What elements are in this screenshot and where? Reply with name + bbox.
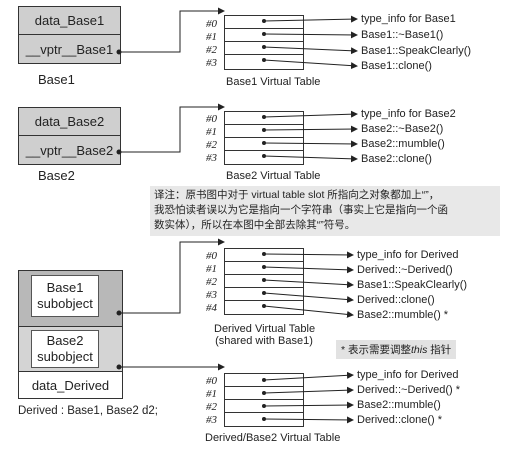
base1-vt-entry-1: Base1::~Base1() <box>361 29 444 41</box>
derived-table-caption-line-2: (shared with Base1) <box>215 335 313 347</box>
derived-vt-index-1: #1 <box>206 263 217 275</box>
base1-vt-index-0: #0 <box>206 18 217 30</box>
translator-note: 译注：原书图中对于 virtual table slot 所指向之对象都加上“”… <box>150 186 500 236</box>
base1-slot-arrow-2 <box>263 46 358 55</box>
base1-vptr-field: __vptr__Base1 <box>18 34 121 64</box>
dbase2-slot-arrow-3 <box>263 416 354 424</box>
derived-vt-index-4: #4 <box>206 302 217 314</box>
base1-vt-index-3: #3 <box>206 57 217 69</box>
dbase2-vt-index-3: #3 <box>206 414 217 426</box>
derived-base1-subobject: Base1 subobject <box>31 275 99 317</box>
derived-table-caption-line-1: Derived Virtual Table <box>214 323 316 335</box>
derived-vt-entry-4: Base2::mumble() * <box>357 309 449 321</box>
base1-object-name: Base1 <box>38 72 75 87</box>
dbase2-vt-entry-0: type_info for Derived <box>357 369 459 381</box>
dbase2-slot-arrow-1 <box>263 386 354 394</box>
derived-vt-entry-3: Derived::clone() <box>357 294 435 306</box>
adjust-note-this: this <box>411 344 428 356</box>
derived-vt-index-0: #0 <box>206 250 217 262</box>
translator-note-line-1: 译注：原书图中对于 virtual table slot 所指向之对象都加上“”… <box>154 189 440 201</box>
dbase2-vt-entry-2: Base2::mumble() <box>357 399 441 411</box>
base1-vptr-arrow <box>119 7 225 53</box>
base1-table-caption: Base1 Virtual Table <box>226 76 321 88</box>
base2-slot-arrow-3 <box>263 155 358 163</box>
derived-vt-entry-2: Base1::SpeakClearly() <box>357 279 468 291</box>
derived-base1-dot <box>116 310 122 316</box>
base1-vt-entry-2: Base1::SpeakClearly() <box>361 45 472 57</box>
base2-table-caption: Base2 Virtual Table <box>226 170 321 182</box>
base1-vt-index-1: #1 <box>206 31 217 43</box>
derived-slot-arrow-1 <box>263 266 354 274</box>
derived-slot-arrow-0 <box>263 251 354 259</box>
adjust-this-note: * 表示需要调整this 指针 <box>336 340 457 359</box>
base2-slot-arrow-2 <box>263 140 358 148</box>
derived-vt-index-2: #2 <box>206 276 217 288</box>
dbase2-vt-entry-1: Derived::~Derived() * <box>357 384 461 396</box>
base2-object-name: Base2 <box>38 168 75 183</box>
derived-data-field: data_Derived <box>18 371 123 399</box>
base2-vt-entry-2: Base2::mumble() <box>361 138 445 150</box>
base2-vt-entry-1: Base2::~Base2() <box>361 123 444 135</box>
translator-note-line-3: 数实体），所以在本图中全部去除其“”符号。 <box>154 219 356 231</box>
base1-slot-arrow-0 <box>263 15 358 23</box>
dbase2-vt-entry-3: Derived::clone() * <box>357 414 442 426</box>
base2-vt-entry-0: type_info for Base2 <box>361 108 456 120</box>
base1-vptr-label: __vptr__Base1 <box>25 41 114 57</box>
derived-base2-subobject: Base2 subobject <box>31 330 99 368</box>
base1-data-label: data_Base1 <box>34 13 105 28</box>
derived-vt-index-3: #3 <box>206 289 217 301</box>
base1-vptr-dot <box>116 49 122 55</box>
adjust-note-prefix: * 表示需要调整 <box>341 344 412 356</box>
dbase2-slot-arrow-2 <box>263 401 354 409</box>
dbase2-slot-arrow-0 <box>263 371 354 381</box>
base2-vptr-field: __vptr__Base2 <box>18 135 121 165</box>
base1-vt-entry-3: Base1::clone() <box>361 60 432 72</box>
derived-vt-entry-1: Derived::~Derived() <box>357 264 453 276</box>
adjust-note-suffix: 指针 <box>427 344 452 356</box>
dbase2-vt-index-2: #2 <box>206 401 217 413</box>
base2-vptr-arrow <box>119 103 225 153</box>
derived-vptr-arrow <box>119 238 225 314</box>
dbase2-vt-index-1: #1 <box>206 388 217 400</box>
base2-slot-arrow-0 <box>263 110 358 118</box>
base1-vt-index-2: #2 <box>206 44 217 56</box>
base2-vt-index-0: #0 <box>206 113 217 125</box>
base1-slot-arrow-1 <box>263 31 358 39</box>
derived-table-caption: Derived Virtual Table (shared with Base1… <box>214 323 316 347</box>
base2-vt-entry-3: Base2::clone() <box>361 153 432 165</box>
base2-vt-index-1: #1 <box>206 126 217 138</box>
base1-slot-arrow-3 <box>263 59 358 70</box>
derived-slot-arrow-2 <box>263 279 354 289</box>
translator-note-line-2: 我恐怕读者误以为它是指向一个字符串（事实上它是指向一个函 <box>154 204 448 216</box>
base2-slot-arrow-1 <box>263 125 358 133</box>
base1-data-field: data_Base1 <box>18 6 121 35</box>
base2-vptr-label: __vptr__Base2 <box>25 142 114 158</box>
base2-data-label: data_Base2 <box>34 114 105 129</box>
base2-vt-index-2: #2 <box>206 139 217 151</box>
derived-base2-table-caption: Derived/Base2 Virtual Table <box>205 432 341 444</box>
base2-vt-index-3: #3 <box>206 152 217 164</box>
derived-base2-dot <box>116 364 122 370</box>
derived-declaration: Derived : Base1, Base2 d2; <box>18 405 158 417</box>
dbase2-vt-index-0: #0 <box>206 375 217 387</box>
derived-data-label: data_Derived <box>31 377 110 393</box>
derived-slot-arrow-3 <box>263 292 354 304</box>
base2-vptr-dot <box>116 149 122 155</box>
derived-vt-entry-0: type_info for Derived <box>357 249 459 261</box>
derived-slot-arrow-4 <box>263 305 354 318</box>
base1-vt-entry-0: type_info for Base1 <box>361 13 456 25</box>
